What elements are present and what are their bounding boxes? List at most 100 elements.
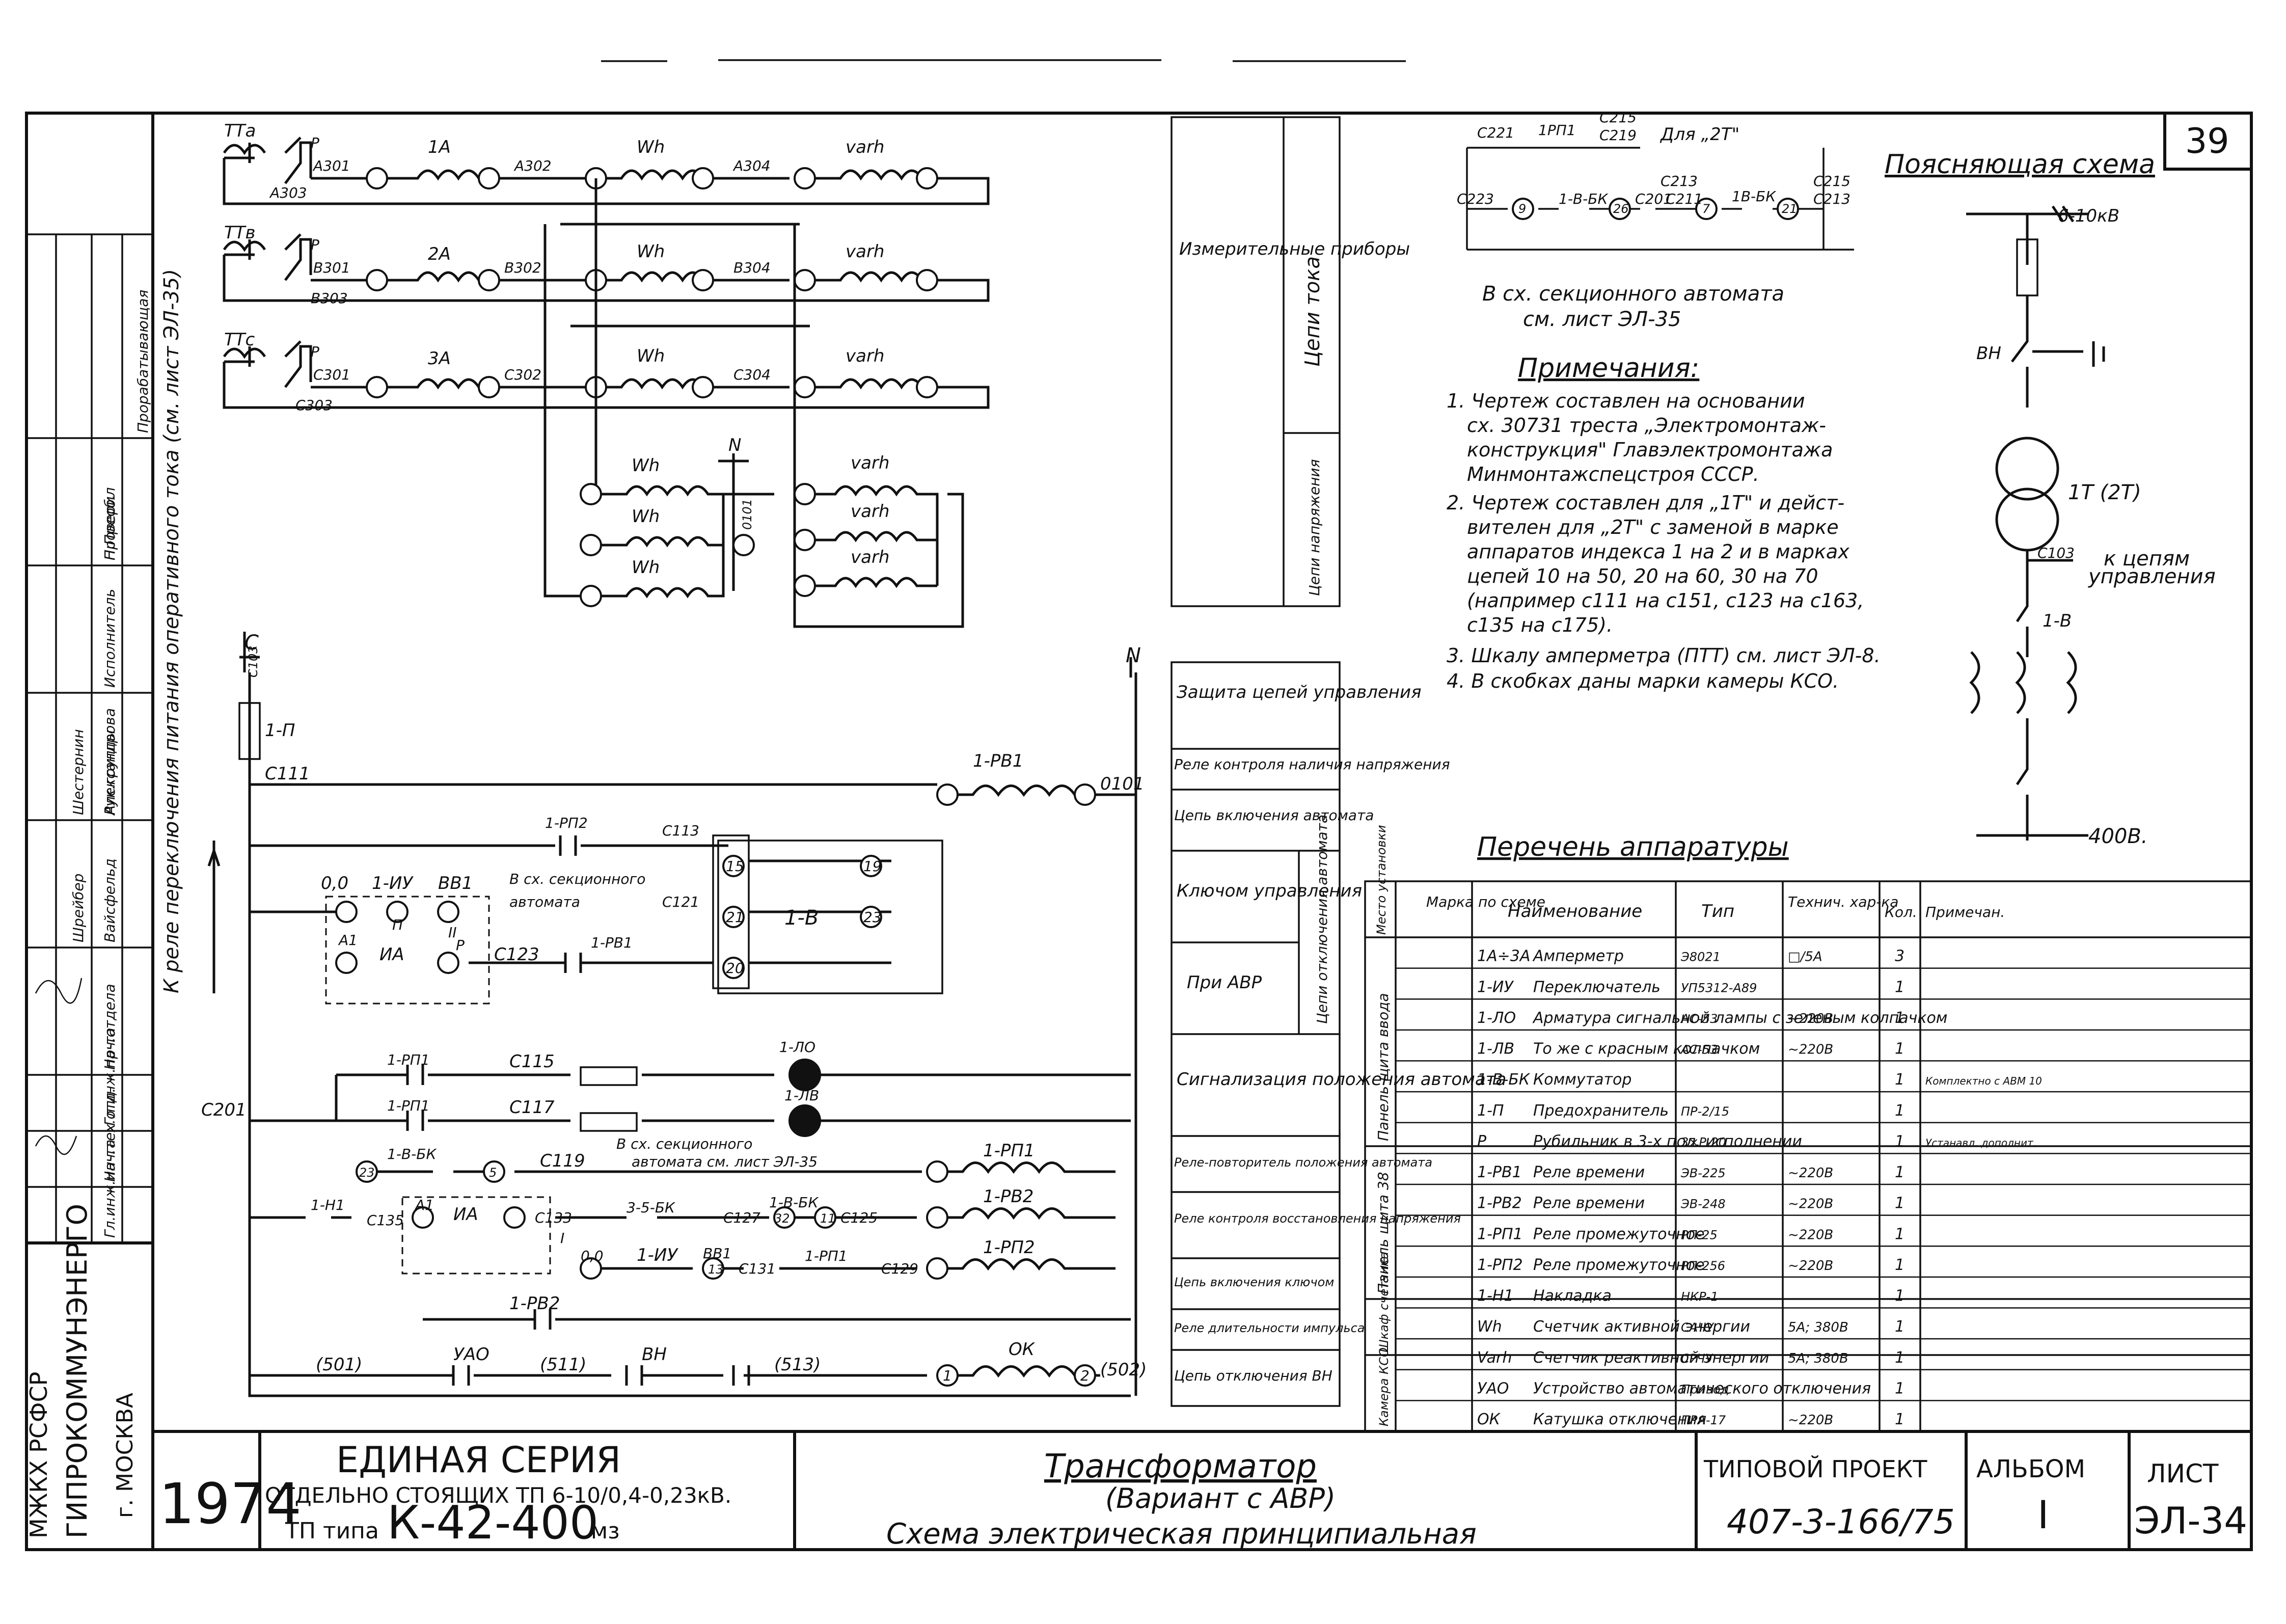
ctrl-lbl-26: 20 <box>726 960 744 977</box>
wire-label-3: А304 <box>732 157 771 174</box>
apparatus-cell: 1-П <box>1477 1102 1504 1120</box>
ctrl-lbl-35: автомата см. лист ЭЛ-35 <box>632 1153 818 1170</box>
ctrl-lbl-28: С115 <box>509 1051 555 1072</box>
function-table: Измерительные приборы Цепи тока Цепи нап… <box>1171 116 1506 1407</box>
apparatus-cell: 1А÷3А <box>1477 948 1530 965</box>
apparatus-group-2: Шкаф счетчика <box>1377 1252 1391 1352</box>
apparatus-cell: Varh <box>1477 1349 1512 1367</box>
wire-label-6: В302 <box>504 259 541 276</box>
note-line-9: с135 на с175). <box>1467 614 1613 636</box>
apparatus-header-4: Технич. хар-ка <box>1788 894 1898 910</box>
org-name-1: МЖКХ РСФСР <box>25 1372 52 1538</box>
func-row-1: Реле контроля наличия напряжения <box>1174 756 1450 773</box>
apparatus-cell: 3×Р-20 <box>1681 1135 1726 1149</box>
ammeter-label-3: 3А <box>428 348 451 369</box>
explain-scheme: Поясняющая схема 6-10кВ ВН 1Т (2Т) С103 … <box>1885 149 2216 848</box>
apparatus-cell: НКР-1 <box>1681 1290 1719 1304</box>
apparatus-cell: 1-ЛВ <box>1477 1040 1514 1058</box>
apparatus-cell: ОК <box>1477 1411 1501 1428</box>
func-measure-label: Измерительные приборы <box>1179 239 1410 259</box>
ctrl-lbl-13: ВВ1 <box>438 873 473 894</box>
signer-role-7: Прорабатывающая <box>134 290 151 433</box>
apparatus-cell: Э8021 <box>1680 950 1721 964</box>
apparatus-cell: Привод <box>1681 1382 1729 1396</box>
apparatus-cell: 1 <box>1895 1195 1904 1212</box>
apparatus-cell: Устанавл. дополнит. <box>1925 1136 2036 1149</box>
top-wire-11: 7 <box>1702 202 1710 216</box>
top-note-2: см. лист ЭЛ-35 <box>1523 308 1681 331</box>
apparatus-header-1: Марка по схеме <box>1426 894 1545 910</box>
ctrl-lbl-9: 15 <box>726 858 744 875</box>
apparatus-cell: 1 <box>1895 1071 1904 1089</box>
ctrl-lbl-62: ВН <box>642 1344 667 1365</box>
apparatus-cell: 1 <box>1895 1225 1904 1243</box>
ctrl-lbl-16: С121 <box>662 894 699 910</box>
note-line-2: конструкция" Главэлектромонтажа <box>1467 439 1833 461</box>
measuring-labels: ТТа ТТв ТТс Р Р Р А301 А303 А302 А304 В3… <box>224 121 889 578</box>
measuring-circuits <box>223 137 990 628</box>
ctrl-lbl-39: С119 <box>540 1151 585 1171</box>
top-wire-2: С215 <box>1599 109 1637 126</box>
func-row-5: Сигнализация положения автомата <box>1177 1069 1506 1090</box>
func-voltage-group: Цепи напряжения <box>1306 459 1323 596</box>
apparatus-cell: 1-РП2 <box>1477 1256 1523 1274</box>
switch-label-c: Р <box>311 343 319 360</box>
stamp-scheme: Схема электрическая принципиальная <box>886 1518 1477 1551</box>
wire-label-8: С301 <box>313 366 350 383</box>
apparatus-cell: ЭВ-225 <box>1680 1166 1726 1180</box>
ctrl-lbl-3: N <box>1126 644 1141 667</box>
ctrl-lbl-42: С135 <box>367 1212 404 1229</box>
signer-role-6: Проверил <box>101 487 118 560</box>
stamp-sheet-label: ЛИСТ <box>2147 1459 2219 1488</box>
ammeter-label-2: 2А <box>428 244 451 264</box>
signer-role-0: Гл.инж.ин-та <box>101 1140 118 1238</box>
apparatus-cell: То же с красным колпачком <box>1533 1040 1760 1058</box>
apparatus-cell: 5А; 380В <box>1788 1320 1848 1335</box>
apparatus-cell: ~220В <box>1788 1166 1833 1181</box>
varh-voltage-label-3: varh <box>851 547 889 567</box>
ctrl-lbl-60: УАО <box>453 1344 489 1365</box>
ctrl-lbl-18: 1-В <box>784 906 819 930</box>
func-row-2: Цепь включения автомата <box>1174 807 1374 824</box>
signer-name-2: Вайсфельд <box>101 858 118 942</box>
ctrl-lbl-6: 0101 <box>1100 774 1145 794</box>
func-row-9: Реле длительности импульса <box>1174 1321 1365 1335</box>
ctrl-lbl-22: ИА <box>379 944 404 965</box>
ctrl-lbl-69: II <box>448 924 457 941</box>
ctrl-lbl-61: (511) <box>540 1355 586 1375</box>
ammeter-label-1: 1А <box>428 137 451 157</box>
wh-voltage-label-2: Wh <box>632 506 660 527</box>
varh-voltage-label-1: varh <box>851 453 889 473</box>
wire-label-10: С302 <box>504 366 541 383</box>
apparatus-cell: Предохранитель <box>1533 1102 1669 1120</box>
apparatus-cell: 1 <box>1895 1287 1904 1305</box>
func-side-group: Цепи отключения автомата <box>1314 815 1330 1024</box>
apparatus-cell: ~220В <box>1788 1413 1833 1428</box>
ctrl-lbl-20: А1 <box>338 932 358 949</box>
note-line-3: Минмонтажспецстроя СССР. <box>1467 463 1759 485</box>
explain-lbl-5: управления <box>2088 565 2216 588</box>
apparatus-header-6: Примечан. <box>1925 904 2005 921</box>
apparatus-cell: ~220В <box>1788 1197 1833 1212</box>
top-wire-9: С201 <box>1635 191 1672 207</box>
ctrl-lbl-50: 1-РВ2 <box>983 1186 1033 1207</box>
top-wire-15: С215 <box>1813 173 1850 190</box>
control-circuits <box>207 632 1137 1397</box>
apparatus-cell: 1-ЛО <box>1477 1009 1516 1027</box>
apparatus-cell: 1-ИУ <box>1477 978 1514 996</box>
apparatus-cell: Рубильник в 3-х пол. исполнении <box>1533 1132 1802 1150</box>
notes-title: Примечания: <box>1518 353 1699 384</box>
stamp-project-label: ТИПОВОЙ ПРОЕКТ <box>1703 1455 1927 1483</box>
apparatus-cell: Реле времени <box>1533 1195 1645 1212</box>
top-wire-7: 1-В-БК <box>1559 191 1608 207</box>
ct-label-c: ТТс <box>224 330 255 350</box>
ctrl-lbl-55: 1-РП1 <box>805 1248 848 1264</box>
ctrl-lbl-41: 1-Н1 <box>311 1197 345 1213</box>
top-wire-8: 26 <box>1613 202 1629 216</box>
apparatus-cell: 1-РП1 <box>1477 1225 1523 1243</box>
apparatus-cell: Реле времени <box>1533 1163 1645 1181</box>
ctrl-lbl-30: 1-ЛВ <box>784 1087 819 1104</box>
apparatus-cell: 1 <box>1895 1163 1904 1181</box>
ctrl-lbl-43: А1 <box>414 1197 434 1213</box>
apparatus-cell: Р <box>1477 1132 1487 1150</box>
